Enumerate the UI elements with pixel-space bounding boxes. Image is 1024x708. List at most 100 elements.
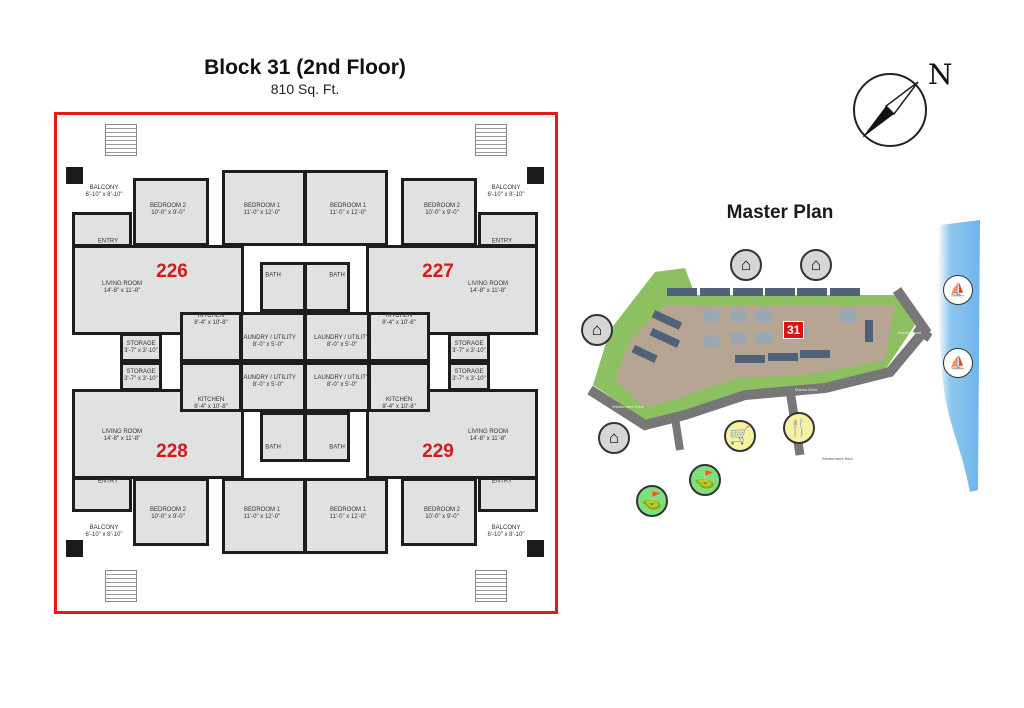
master-plan-title: Master Plan (726, 202, 834, 223)
room-name: BATH (265, 272, 281, 279)
room-bedroom2 (401, 178, 477, 246)
room-label-entry: ENTRY (492, 479, 512, 486)
room-name: BEDROOM 2 (149, 203, 187, 209)
site-map (587, 268, 933, 456)
room-name: STORAGE (454, 341, 484, 347)
unit-number[interactable]: 229 (422, 441, 454, 462)
room-name: ENTRY (491, 238, 513, 245)
compass-icon (853, 73, 927, 147)
room-size: 3'-7" x 3'-10" (124, 348, 158, 354)
unit-number[interactable]: 227 (422, 261, 454, 282)
balcony-column (66, 540, 83, 557)
room-kitchen (180, 312, 242, 362)
room-name: STORAGE (126, 369, 156, 375)
room-size: 10'-0" x 9'-0" (151, 210, 185, 216)
room-label-bath: BATH (329, 273, 345, 280)
block-31-marker[interactable]: 31 (783, 321, 805, 339)
stairs (105, 124, 137, 156)
room-name: LAUNDRY / UTILITY (240, 375, 296, 381)
room-storage (120, 333, 162, 362)
road-label: Windermere Blvd (822, 456, 853, 461)
room-label-entry: ENTRY (492, 239, 512, 246)
balcony-column (66, 167, 83, 184)
room-size: 6'-10" x 8'-10" (85, 192, 123, 198)
room-label-entry: ENTRY (98, 239, 118, 246)
room-name: BALCONY (89, 185, 119, 191)
room-name: BATH (329, 272, 345, 279)
stairs (105, 570, 137, 602)
road-label: Marina Drive (795, 387, 818, 392)
room-name: LIVING ROOM (101, 429, 143, 435)
golf-icon: ⛳ (689, 464, 721, 496)
room-name: BEDROOM 1 (243, 507, 280, 513)
room-size: 8'-0" x 5'-0" (326, 342, 358, 348)
room-name: KITCHEN (197, 397, 225, 403)
room-name: BEDROOM 1 (243, 203, 280, 209)
room-size: 14'-8" x 11'-8" (103, 436, 141, 442)
room-label-bath: BATH (265, 445, 281, 452)
boat-icon: ⛵ (943, 275, 973, 305)
room-name: BALCONY (491, 185, 521, 191)
room-name: LAUNDRY / UTILITY (314, 375, 370, 381)
room-size: 11'-0" x 12'-0" (243, 514, 281, 520)
room-laundry (304, 312, 370, 362)
room-size: 8'-0" x 5'-0" (326, 382, 358, 388)
room-name: BATH (265, 444, 281, 451)
room-size: 8'-0" x 5'-0" (252, 382, 284, 388)
stairs (475, 570, 507, 602)
room-name: ENTRY (491, 478, 513, 485)
room-bedroom2 (133, 178, 209, 246)
north-label: N (928, 58, 953, 91)
room-name: STORAGE (454, 369, 484, 375)
unit-number[interactable]: 228 (156, 441, 188, 462)
room-laundry (240, 312, 306, 362)
room-name: LAUNDRY / UTILITY (240, 335, 296, 341)
room-name: LIVING ROOM (467, 429, 509, 435)
room-name: KITCHEN (385, 397, 413, 403)
room-size: 14'-8" x 11'-8" (103, 288, 141, 294)
shopping-cart-icon: 🛒 (724, 420, 756, 452)
room-size: 3'-7" x 3'-10" (452, 376, 486, 382)
room-bath (260, 262, 306, 312)
unit-number[interactable]: 226 (156, 261, 188, 282)
room-name: LAUNDRY / UTILITY (314, 335, 370, 341)
room-bath (304, 412, 350, 462)
balcony-column (527, 540, 544, 557)
room-entry (72, 212, 132, 247)
boat-icon: ⛵ (943, 348, 973, 378)
plan-area: 810 Sq. Ft. (270, 81, 340, 97)
house-icon: ⌂ (800, 249, 832, 281)
room-size: 6'-10" x 8'-10" (487, 532, 525, 538)
room-size: 6'-10" x 8'-10" (85, 532, 123, 538)
room-bedroom2 (401, 478, 477, 546)
house-icon: ⌂ (598, 422, 630, 454)
house-icon: ⌂ (730, 249, 762, 281)
room-label-bath: BATH (329, 445, 345, 452)
room-name: BALCONY (89, 525, 119, 531)
plan-title: Block 31 (2nd Floor) (204, 56, 406, 79)
room-size: 14'-8" x 11'-8" (469, 436, 507, 442)
room-name: KITCHEN (385, 313, 413, 319)
road-label: Windermere Drive (612, 404, 645, 409)
room-name: LIVING ROOM (101, 281, 143, 287)
golf-icon: ⛳ (636, 485, 668, 517)
room-size: 8'-4" x 10'-8" (194, 404, 228, 410)
room-size: 3'-7" x 3'-10" (124, 376, 158, 382)
room-size: 8'-4" x 10'-8" (382, 404, 416, 410)
house-icon: ⌂ (581, 314, 613, 346)
room-laundry (304, 362, 370, 412)
